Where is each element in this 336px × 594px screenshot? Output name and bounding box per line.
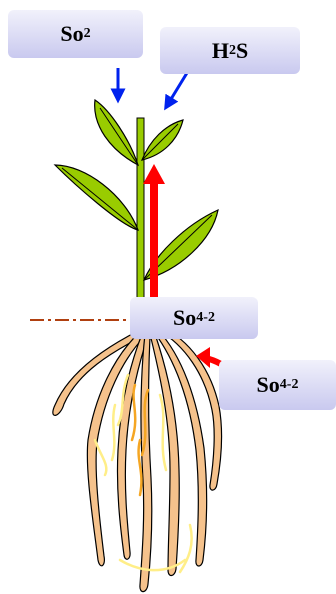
label-so2-subscript: 2 xyxy=(84,26,91,42)
label-sulfate-soil-subscript: 4 xyxy=(280,377,287,393)
label-sulfate-root-text: So xyxy=(173,305,196,331)
label-so2-text: So xyxy=(60,21,83,47)
root-5 xyxy=(150,334,179,576)
label-sulfate-soil-text: So xyxy=(257,372,280,398)
label-sulfate-soil-superscript: -2 xyxy=(287,377,299,393)
roots xyxy=(53,326,222,592)
label-h2s-subscript: 2 xyxy=(229,43,236,59)
root-4 xyxy=(140,334,152,592)
label-sulfate-root-superscript: -2 xyxy=(203,310,215,326)
label-sulfate-root-subscript: 4 xyxy=(196,310,203,326)
label-h2s-text-h: H xyxy=(212,38,229,64)
label-h2s-text-s: S xyxy=(236,38,248,64)
